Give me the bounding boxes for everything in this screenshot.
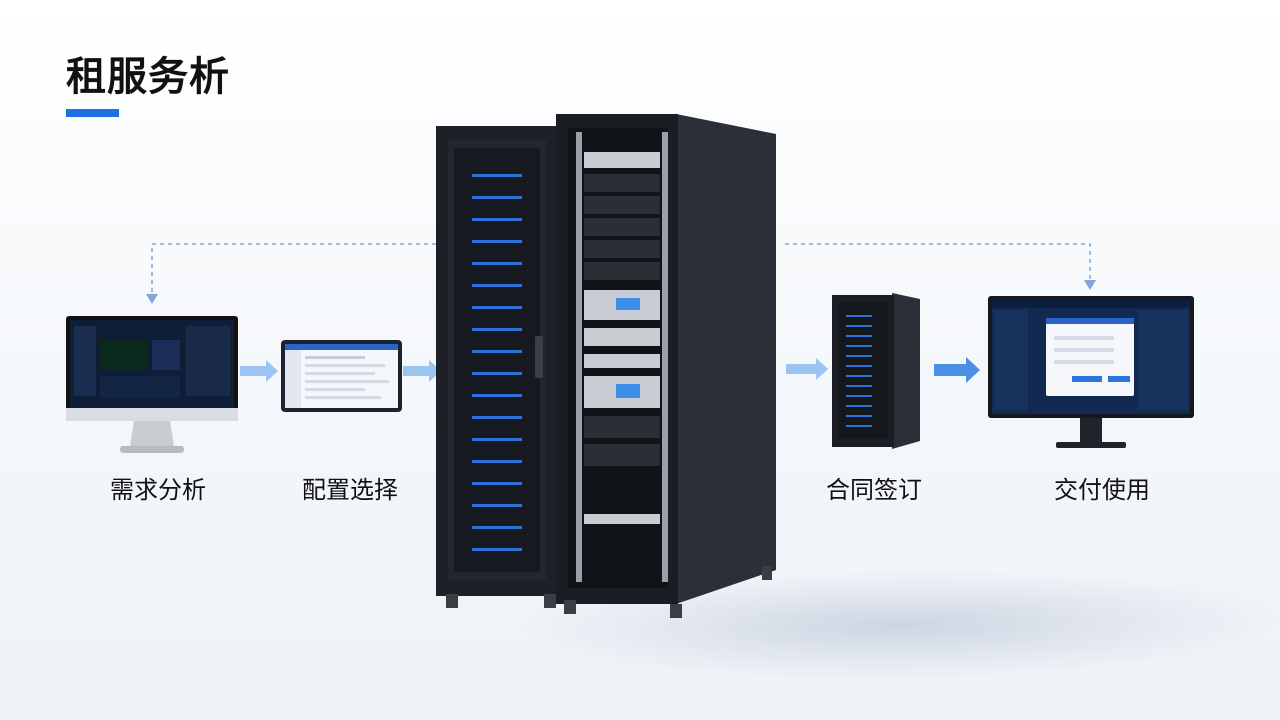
server-rack (436, 104, 786, 624)
arrow-right-icon (403, 360, 441, 382)
step-label-contract: 合同签订 (826, 476, 922, 504)
step-label-delivery: 交付使用 (1054, 476, 1150, 504)
arrow-right-icon (786, 358, 828, 380)
monitor-analysis (66, 316, 238, 456)
arrow-right-icon (240, 360, 278, 382)
step-label-configuration: 配置选择 (302, 476, 398, 504)
page-title: 租服务析 (66, 54, 230, 100)
monitor-delivery (988, 296, 1194, 452)
tablet-configuration (281, 340, 402, 412)
small-rack-contract (832, 291, 922, 453)
title-underline (66, 109, 119, 117)
arrow-right-icon (934, 357, 980, 383)
step-label-requirements: 需求分析 (110, 476, 206, 504)
